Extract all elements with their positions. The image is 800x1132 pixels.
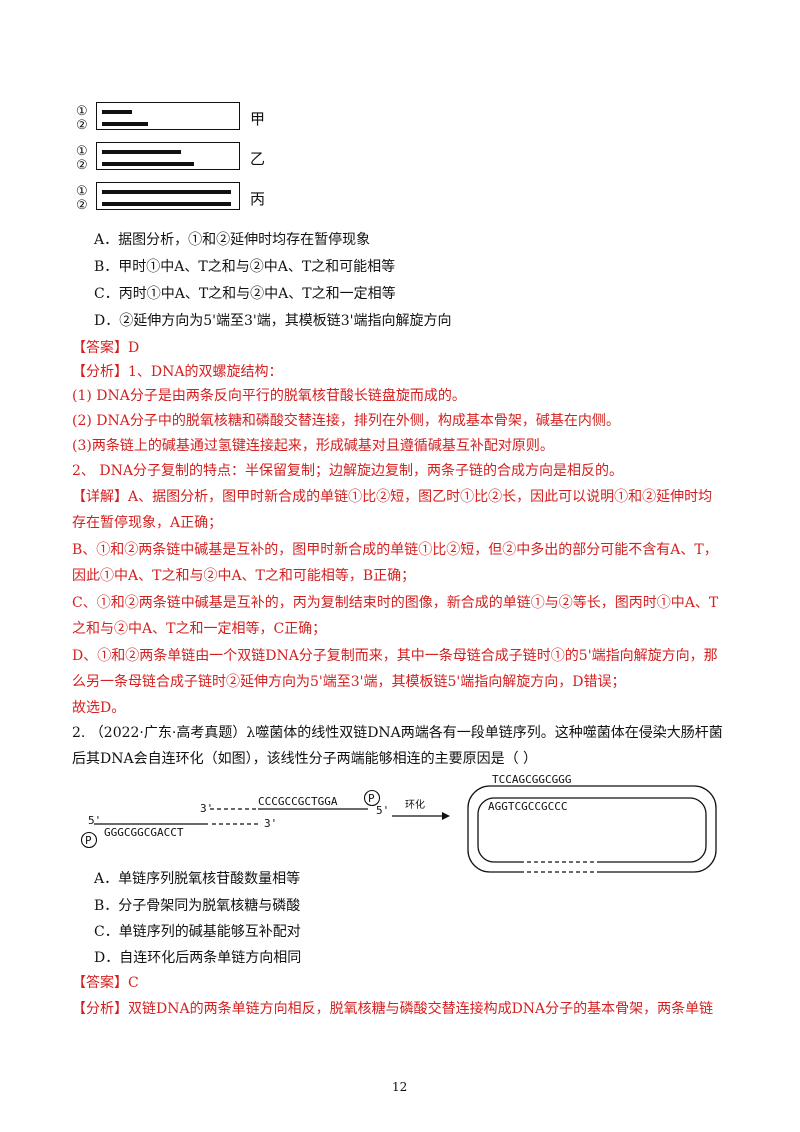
strand-1-label: ①	[76, 144, 88, 159]
ring-inner-sequence: AGGTCGCCGCCC	[488, 800, 567, 813]
row-label-bing: 丙	[250, 190, 266, 208]
q2-option-a: A．单链序列脱氧核苷酸数量相等	[94, 871, 301, 887]
answer-value: D	[128, 340, 140, 356]
q1-detail-1: 【详解】A、据图分析，图甲时新合成的单链①比②短，图乙时①比②长，因此可以说明①…	[72, 487, 712, 507]
row-label-yi: 乙	[250, 150, 266, 168]
strand-2-bar	[102, 162, 194, 166]
answer-tag: 【答案】	[72, 975, 128, 991]
strand-2-label: ②	[76, 158, 88, 173]
q1-option-d: D．②延伸方向为5'端至3'端，其模板链3'端指向解旋方向	[94, 313, 452, 329]
q1-detail-2: 存在暂停现象，A正确；	[72, 515, 223, 531]
q2-option-d: D．自连环化后两条单链方向相同	[94, 950, 302, 966]
q1-analysis-2: (2) DNA分子中的脱氧核糖和磷酸交替连接，排列在外侧，构成基本骨架，碱基在内…	[72, 413, 620, 429]
q1-analysis-1: (1) DNA分子是由两条反向平行的脱氧核苷酸长链盘旋而成的。	[72, 388, 466, 404]
strand-2-bar	[102, 202, 231, 206]
q2-answer: 【答案】C	[72, 973, 139, 993]
top-sequence: CCCGCCGCTGGA	[258, 795, 338, 808]
analysis-tag: 【分析】	[72, 1001, 128, 1017]
bottom-sequence: GGGCGGCGACCT	[104, 826, 184, 839]
answer-value: C	[128, 975, 139, 991]
row-bing: ① ② 丙	[72, 178, 272, 218]
q1-analysis-heading: 【分析】1、DNA的双螺旋结构：	[72, 362, 283, 382]
q2-option-c: C．单链序列的碱基能够互补配对	[94, 924, 301, 940]
q2-stem-2: 后其DNA会自连环化（如图），该线性分子两端能够相连的主要原因是（ ）	[72, 751, 538, 767]
q1-detail-7: D、①和②两条单链由一个双链DNA分子复制而来，其中一条母链合成子链时①的5'端…	[72, 648, 718, 664]
strand-1-label: ①	[76, 104, 88, 119]
ring-top-sequence: TCCAGCGGCGGG	[492, 773, 571, 786]
q2-analysis-1: 【分析】双链DNA的两条单链方向相反，脱氧核糖与磷酸交替连接构成DNA分子的基本…	[72, 999, 713, 1019]
arrow-head	[442, 812, 450, 820]
top-phosphate	[363, 789, 381, 807]
analysis-text: 双链DNA的两条单链方向相反，脱氧核糖与磷酸交替连接构成DNA分子的基本骨架，两…	[128, 1001, 714, 1017]
answer-tag: 【答案】	[72, 340, 128, 356]
q1-option-b: B．甲时①中A、T之和与②中A、T之和可能相等	[94, 259, 396, 275]
arrow-label: 环化	[405, 798, 425, 811]
q1-option-a: A．据图分析，①和②延伸时均存在暂停现象	[94, 232, 371, 248]
q2-option-b: B．分子骨架同为脱氧核糖与磷酸	[94, 898, 301, 914]
q1-option-c: C．丙时①中A、T之和与②中A、T之和一定相等	[94, 286, 396, 302]
figure-lambda-circularization: 3' CCCGCCGCTGGA P 5' 5' P GGGCGGCGACCT 3…	[80, 773, 717, 876]
top-five-prime: 5'	[376, 804, 389, 817]
q2-stem-1: 2. （2022·广东·高考真题）λ噬菌体的线性双链DNA两端各有一段单链序列。…	[72, 725, 723, 741]
strand-box	[96, 142, 240, 170]
row-label-jia: 甲	[250, 110, 266, 128]
figure-replication-states: ① ② 甲 ① ② 乙 ① ② 丙	[72, 98, 272, 218]
q1-analysis-3: (3)两条链上的碱基通过氢键连接起来，形成碱基对且遵循碱基互补配对原则。	[72, 438, 554, 454]
strand-2-label: ②	[76, 118, 88, 133]
detail-tag: 【详解】	[72, 489, 128, 505]
q1-detail-3: B、①和②两条链中碱基是互补的，图甲时新合成的单链①比②短，但②中多出的部分可能…	[72, 542, 718, 558]
strand-1-bar	[102, 110, 132, 114]
strand-box	[96, 102, 240, 130]
analysis-tag: 【分析】	[72, 364, 128, 380]
row-jia: ① ② 甲	[72, 98, 272, 138]
top-phosphate-label: P	[368, 792, 375, 805]
detail-text: A、据图分析，图甲时新合成的单链①比②短，图乙时①比②长，因此可以说明①和②延伸…	[128, 489, 713, 505]
strand-1-bar	[102, 190, 231, 194]
q1-detail-5: C、①和②两条链中碱基是互补的，丙为复制结束时的图像，新合成的单链①与②等长，图…	[72, 595, 719, 611]
page-number: 12	[392, 1080, 408, 1094]
q1-detail-9: 故选D。	[72, 700, 126, 716]
top-three-prime: 3'	[200, 802, 213, 815]
strand-1-bar	[102, 150, 181, 154]
bottom-three-prime: 3'	[264, 817, 277, 830]
q1-detail-4: 因此①中A、T之和与②中A、T之和可能相等，B正确；	[72, 568, 416, 584]
q1-detail-8: 么另一条母链合成子链时②延伸方向为5'端至3'端，其模板链5'端指向解旋方向，D…	[72, 674, 626, 690]
ring-gap	[520, 856, 600, 876]
strand-2-label: ②	[76, 198, 88, 213]
bottom-phosphate-label: P	[85, 834, 92, 847]
strand-1-label: ①	[76, 184, 88, 199]
bottom-phosphate	[80, 831, 98, 849]
q1-detail-6: 之和与②中A、T之和一定相等，C正确；	[72, 621, 327, 637]
q1-answer: 【答案】D	[72, 338, 139, 358]
analysis-text: 1、DNA的双螺旋结构：	[128, 364, 283, 380]
row-yi: ① ② 乙	[72, 138, 272, 178]
strand-box	[96, 182, 240, 210]
bottom-five-prime: 5'	[88, 814, 101, 827]
q1-analysis-4: 2、 DNA分子复制的特点：半保留复制；边解旋边复制，两条子链的合成方向是相反的…	[72, 463, 623, 479]
strand-2-bar	[102, 122, 148, 126]
